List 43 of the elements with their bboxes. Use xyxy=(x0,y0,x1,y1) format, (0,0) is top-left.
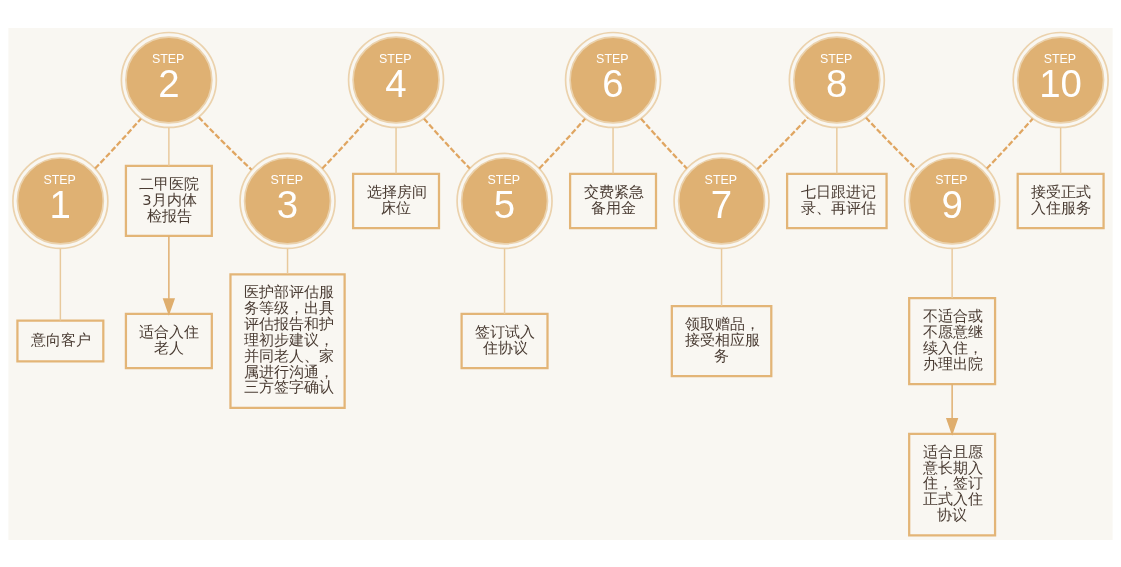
connector xyxy=(94,117,142,169)
node-circle: STEP 2 xyxy=(120,31,218,128)
connector xyxy=(168,126,170,167)
node-box: 适合且愿意长期入住，签订正式入住协议 xyxy=(908,432,997,537)
connector xyxy=(836,126,838,174)
connector xyxy=(951,247,953,299)
node-box: 不适合或不愿意继续入住，办理出院 xyxy=(908,296,997,385)
node-box: 接受正式入住服务 xyxy=(1016,172,1105,229)
node-box: 领取赠品，接受相应服务 xyxy=(670,304,773,377)
node-circle: STEP 1 xyxy=(12,152,109,249)
connector xyxy=(538,117,586,169)
node-circle: STEP 5 xyxy=(456,152,553,249)
connector xyxy=(59,247,62,321)
connector xyxy=(756,116,809,170)
arrow xyxy=(945,383,959,436)
node-box: 选择房间床位 xyxy=(351,172,441,229)
node-box: 七日跟进记录、再评估 xyxy=(786,172,888,229)
connector xyxy=(286,247,289,275)
connector xyxy=(198,116,253,171)
node-box: 签订试入住协议 xyxy=(460,312,549,369)
connector xyxy=(720,247,723,307)
connector xyxy=(503,247,506,315)
node-box: 二甲医院3月内体检报告 xyxy=(124,164,213,237)
connector xyxy=(1059,126,1062,174)
node-circle: STEP 4 xyxy=(347,31,445,128)
node-circle: STEP 6 xyxy=(564,31,662,128)
node-box: 意向客户 xyxy=(16,319,105,363)
arrow xyxy=(162,234,176,316)
node-box: 医护部评估服务等级，出具评估报告和护理初步建议，并同老人、家属进行沟通，三方签字确认 xyxy=(229,272,346,409)
node-circle: STEP 7 xyxy=(673,152,770,249)
connector xyxy=(986,117,1034,169)
node-circle: STEP 9 xyxy=(903,152,1001,249)
node-box: 适合入住老人 xyxy=(124,312,213,369)
node-circle: STEP 8 xyxy=(788,31,886,128)
node-circle: STEP 3 xyxy=(239,152,336,249)
connector xyxy=(423,117,471,169)
connector xyxy=(395,126,397,174)
connector xyxy=(612,126,614,174)
connector xyxy=(321,117,369,169)
connector xyxy=(865,116,918,170)
node-box: 交费紧急备用金 xyxy=(569,172,658,229)
connector xyxy=(640,117,688,169)
node-circle: STEP 10 xyxy=(1012,31,1109,128)
